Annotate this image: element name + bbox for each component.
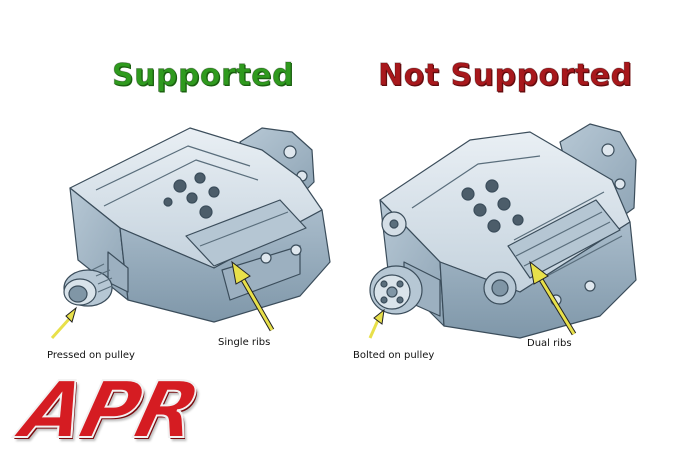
single-ribs-label: Single ribs: [218, 337, 271, 348]
arrow-bolted-pulley: [368, 308, 385, 339]
arrow-pressed-pulley: [50, 306, 77, 340]
single-rib-supercharger: [63, 127, 331, 323]
arrow-dual-ribs: [529, 260, 577, 336]
pressed-pulley-label: Pressed on pulley: [47, 350, 135, 361]
arrow-single-ribs: [231, 260, 275, 332]
dual-rib-supercharger: [369, 123, 637, 339]
not-supported-heading: Not Supported: [377, 58, 633, 94]
supported-heading: Supported: [112, 58, 294, 94]
bolted-pulley-label: Bolted on pulley: [353, 350, 435, 361]
apr-logo: APR: [12, 365, 208, 457]
dual-ribs-label: Dual ribs: [527, 338, 572, 349]
